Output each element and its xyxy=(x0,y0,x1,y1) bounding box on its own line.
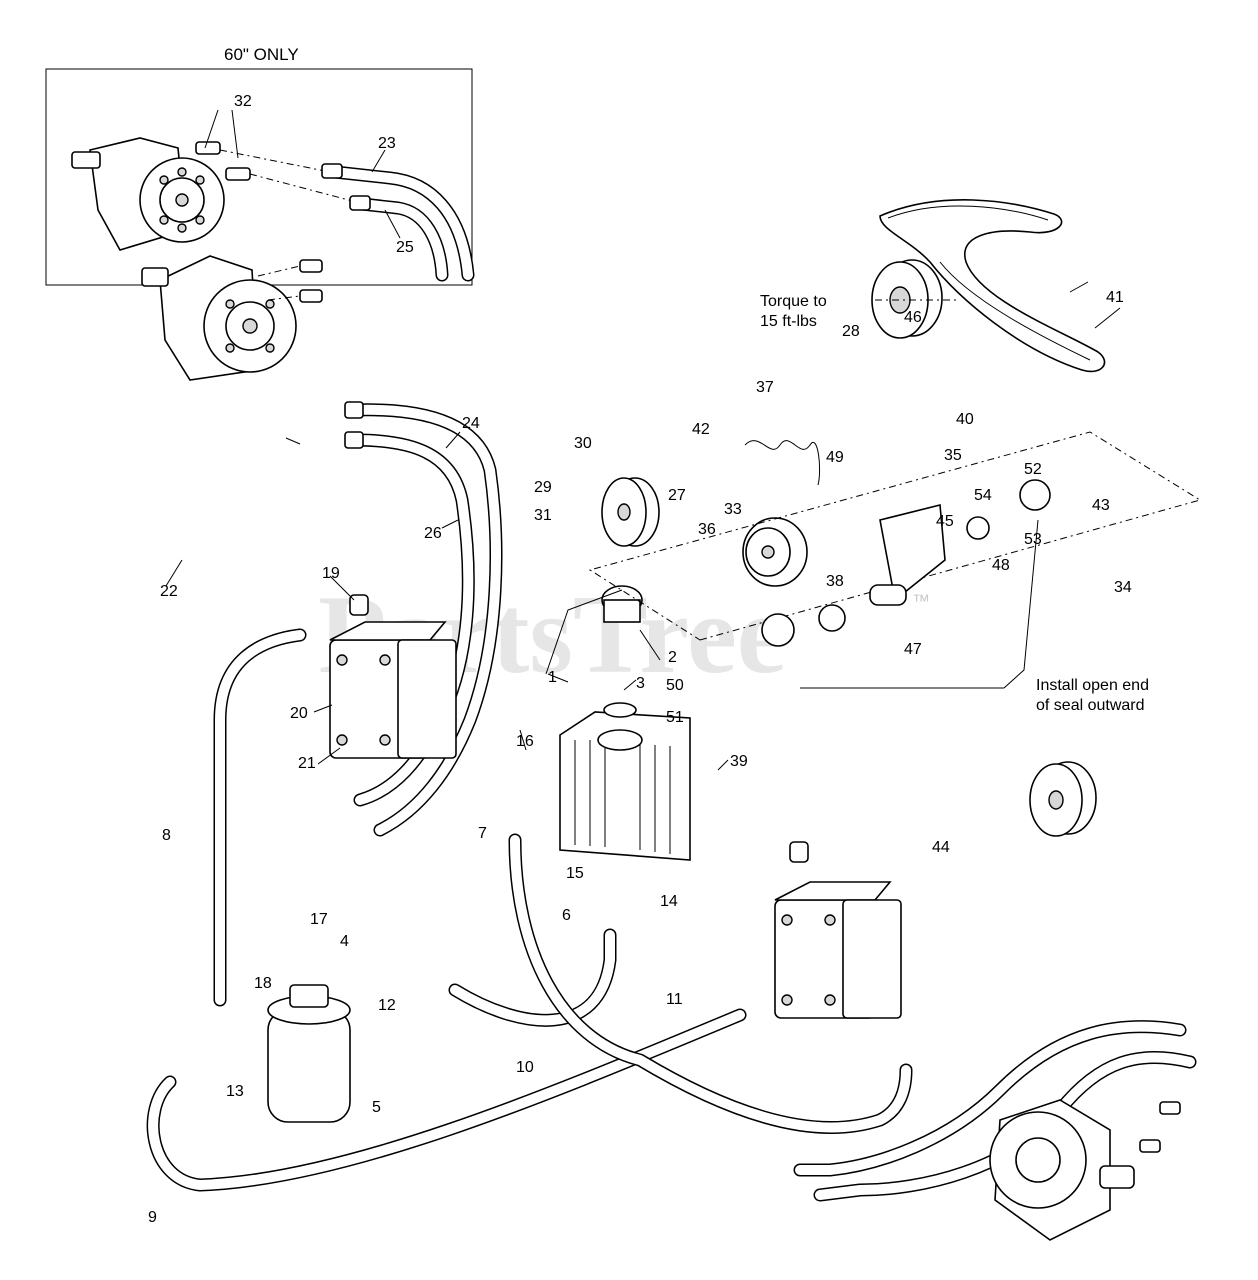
callout-54: 54 xyxy=(974,487,992,504)
callout-7: 7 xyxy=(478,825,487,842)
callout-26: 26 xyxy=(424,525,442,542)
spring-49 xyxy=(744,440,821,486)
callout-29: 29 xyxy=(534,479,552,496)
callout-52: 52 xyxy=(1024,461,1042,478)
wheel-motor-right xyxy=(989,1099,1181,1241)
callout-2: 2 xyxy=(668,649,677,666)
callout-21: 21 xyxy=(298,755,316,772)
inset-wheel-motor xyxy=(71,137,251,251)
callout-18: 18 xyxy=(254,975,272,992)
callout-9: 9 xyxy=(148,1209,157,1226)
callout-14: 14 xyxy=(660,893,678,910)
pulley-40 xyxy=(871,259,943,339)
callout-31: 31 xyxy=(534,507,552,524)
callout-24: 24 xyxy=(462,415,480,432)
callout-10: 10 xyxy=(516,1059,534,1076)
callout-30: 30 xyxy=(574,435,592,452)
callout-50: 50 xyxy=(666,677,684,694)
inset-hoses xyxy=(321,163,475,282)
callout-15: 15 xyxy=(566,865,584,882)
torque-note-line1: Torque to xyxy=(760,293,827,310)
callout-46: 46 xyxy=(904,309,922,326)
torque-note-line2: 15 ft-lbs xyxy=(760,313,817,330)
callout-44: 44 xyxy=(932,839,950,856)
callout-32: 32 xyxy=(234,93,252,110)
pulley-27-right xyxy=(1029,761,1097,837)
callout-25: 25 xyxy=(396,239,414,256)
hoses-24-26 xyxy=(344,401,503,837)
callout-48: 48 xyxy=(992,557,1010,574)
callout-42: 42 xyxy=(692,421,710,438)
callout-1: 1 xyxy=(548,669,557,686)
callout-3: 3 xyxy=(636,675,645,692)
callout-13: 13 xyxy=(226,1083,244,1100)
callout-35: 35 xyxy=(944,447,962,464)
callout-39: 39 xyxy=(730,753,748,770)
hydro-pump-right xyxy=(774,841,902,1019)
drive-belt xyxy=(879,199,1106,373)
pulley-27-top xyxy=(601,477,660,547)
hydro-pump-left xyxy=(329,594,457,759)
callout-45: 45 xyxy=(936,513,954,530)
callout-23: 23 xyxy=(378,135,396,152)
callout-27: 27 xyxy=(668,487,686,504)
callout-38: 38 xyxy=(826,573,844,590)
callout-43: 43 xyxy=(1092,497,1110,514)
callout-53: 53 xyxy=(1024,531,1042,548)
callout-8: 8 xyxy=(162,827,171,844)
callout-36: 36 xyxy=(698,521,716,538)
callout-20: 20 xyxy=(290,705,308,722)
callout-51: 51 xyxy=(666,709,684,726)
callout-41: 41 xyxy=(1106,289,1124,306)
callout-11: 11 xyxy=(666,991,683,1008)
callout-6: 6 xyxy=(562,907,571,924)
watermark-trademark: ™ xyxy=(912,591,930,611)
idler-assembly-box xyxy=(588,431,1202,641)
callout-37: 37 xyxy=(756,379,774,396)
callout-4: 4 xyxy=(340,933,349,950)
hose-8 xyxy=(213,628,307,1007)
seal-note-line1: Install open end xyxy=(1036,677,1149,694)
callout-28: 28 xyxy=(842,323,860,340)
callout-34: 34 xyxy=(1114,579,1132,596)
callout-5: 5 xyxy=(372,1099,381,1116)
seal-note-line2: of seal outward xyxy=(1036,697,1145,714)
callout-12: 12 xyxy=(378,997,396,1014)
wheel-motor-left xyxy=(141,255,323,381)
callout-33: 33 xyxy=(724,501,742,518)
callout-19: 19 xyxy=(322,565,340,582)
filter-5 xyxy=(267,984,351,1123)
reservoir-tank xyxy=(559,585,691,861)
callout-16: 16 xyxy=(516,733,534,750)
callout-40: 40 xyxy=(956,411,974,428)
hose-9 xyxy=(146,1008,747,1192)
idler-pulley-33 xyxy=(742,517,808,587)
callout-22: 22 xyxy=(160,583,178,600)
idler-arm xyxy=(761,479,1051,647)
callout-49: 49 xyxy=(826,449,844,466)
callout-17: 17 xyxy=(310,911,328,928)
inset-title: 60" ONLY xyxy=(224,45,299,64)
callout-47: 47 xyxy=(904,641,922,658)
